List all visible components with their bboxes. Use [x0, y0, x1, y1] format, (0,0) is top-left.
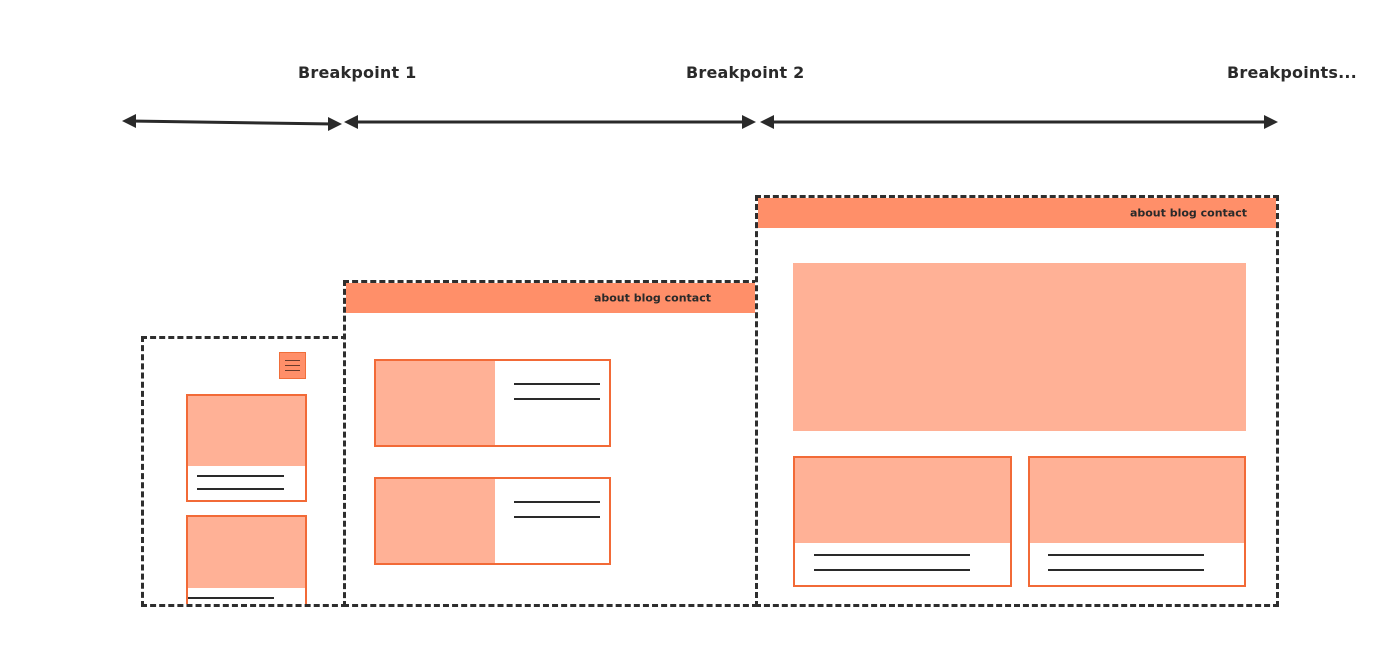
hero-image	[793, 263, 1246, 431]
tablet-layout-frame: about blog contact	[343, 280, 758, 607]
hamburger-icon[interactable]	[279, 352, 306, 379]
card-image	[376, 479, 495, 563]
text-line	[1048, 569, 1204, 571]
text-line	[514, 501, 600, 503]
desktop-nav-links[interactable]: about blog contact	[1129, 206, 1247, 220]
text-line	[514, 398, 600, 400]
mobile-layout-frame	[141, 336, 347, 607]
text-line	[514, 516, 600, 518]
desktop-navbar: about blog contact	[758, 198, 1276, 228]
text-line	[514, 383, 600, 385]
range-arrow-2	[344, 115, 756, 129]
text-line	[188, 597, 274, 599]
breakpoint-range-arrows	[122, 114, 1278, 131]
text-line	[1048, 554, 1204, 556]
range-arrow-1	[122, 114, 342, 131]
card-image	[376, 361, 495, 445]
card-image	[188, 517, 305, 588]
mobile-card	[186, 515, 307, 604]
tablet-navbar: about blog contact	[346, 283, 755, 313]
breakpoints-more-label: Breakpoints...	[1227, 63, 1357, 82]
card-image	[188, 396, 305, 466]
desktop-card	[793, 456, 1012, 587]
breakpoint-1-label: Breakpoint 1	[298, 63, 417, 82]
text-line	[197, 475, 284, 477]
text-line	[814, 569, 970, 571]
desktop-card	[1028, 456, 1246, 587]
tablet-nav-links[interactable]: about blog contact	[593, 291, 711, 305]
tablet-card	[374, 359, 611, 447]
desktop-layout-frame: about blog contact	[755, 195, 1279, 607]
range-arrow-3	[760, 115, 1278, 129]
tablet-card	[374, 477, 611, 565]
breakpoint-2-label: Breakpoint 2	[686, 63, 805, 82]
text-line	[814, 554, 970, 556]
card-image	[1030, 458, 1244, 543]
text-line	[197, 488, 284, 490]
mobile-card	[186, 394, 307, 502]
card-image	[795, 458, 1010, 543]
